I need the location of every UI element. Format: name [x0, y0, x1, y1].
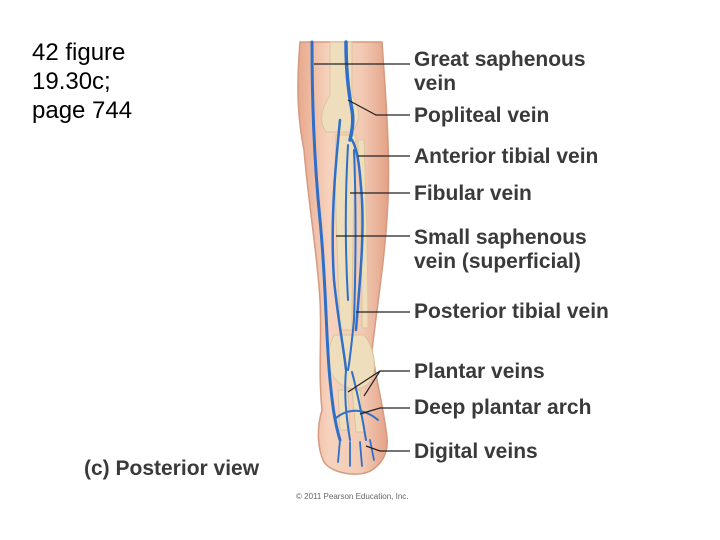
label-line: Popliteal vein [414, 104, 550, 127]
label-line: vein [414, 72, 457, 95]
label-line: Anterior tibial vein [414, 145, 599, 168]
digital-veins-path [337, 439, 375, 467]
caption-line: page 744 [32, 97, 133, 124]
caption-line: 42 figure [32, 39, 126, 66]
copyright-notice: © 2011 Pearson Education, Inc. [296, 492, 409, 501]
leader-lines [314, 63, 410, 452]
label-line: Posterior tibial vein [414, 300, 609, 323]
view-title: (c) Posterior view [84, 457, 260, 480]
label-line: Great saphenous [414, 48, 586, 71]
great-saphenous-vein-path [310, 40, 342, 442]
slide-caption: 42 figure 19.30c; page 744 [32, 38, 252, 125]
label-anterior-tibial-vein: Anterior tibial vein [414, 145, 598, 169]
label-great-saphenous-vein: Great saphenous vein [414, 48, 586, 96]
caption-line: 19.30c; [32, 68, 111, 95]
leader-plantar [347, 370, 410, 397]
leader-popliteal [347, 99, 410, 116]
label-deep-plantar-arch: Deep plantar arch [414, 396, 591, 420]
label-line: Deep plantar arch [414, 396, 592, 419]
label-line: Plantar veins [414, 360, 545, 383]
label-line: Small saphenous [414, 226, 587, 249]
small-saphenous-vein-path [331, 118, 348, 372]
label-fibular-vein: Fibular vein [414, 182, 532, 206]
deep-plantar-arch-path [335, 409, 379, 421]
plantar-veins-path [344, 369, 367, 441]
label-line: Fibular vein [414, 182, 532, 205]
anterior-tibial-vein-path [350, 138, 364, 332]
label-popliteal-vein: Popliteal vein [414, 104, 549, 128]
label-digital-veins: Digital veins [414, 440, 538, 464]
posterior-tibial-vein-path [347, 149, 357, 371]
label-posterior-tibial-vein: Posterior tibial vein [414, 300, 609, 324]
leader-digital [365, 445, 410, 452]
leader-deep-plantar-arch [359, 407, 410, 415]
label-plantar-veins: Plantar veins [414, 360, 545, 384]
label-line: vein (superficial) [414, 250, 581, 273]
label-line: Digital veins [414, 440, 538, 463]
fibular-vein-path [344, 144, 349, 301]
label-small-saphenous-vein: Small saphenous vein (superficial) [414, 226, 587, 274]
